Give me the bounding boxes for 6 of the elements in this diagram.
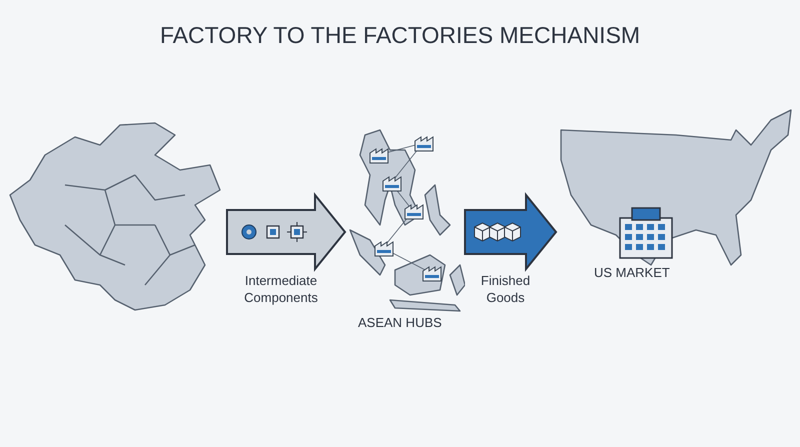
node-label: ASEAN HUBS <box>358 315 442 330</box>
node-label: US MARKET <box>594 265 670 280</box>
edge-label: Finished Goods <box>480 272 532 306</box>
edge-label: Intermediate Components <box>243 272 319 306</box>
block-arrow <box>226 192 346 272</box>
title: FACTORY TO THE FACTORIES MECHANISM <box>158 22 642 49</box>
